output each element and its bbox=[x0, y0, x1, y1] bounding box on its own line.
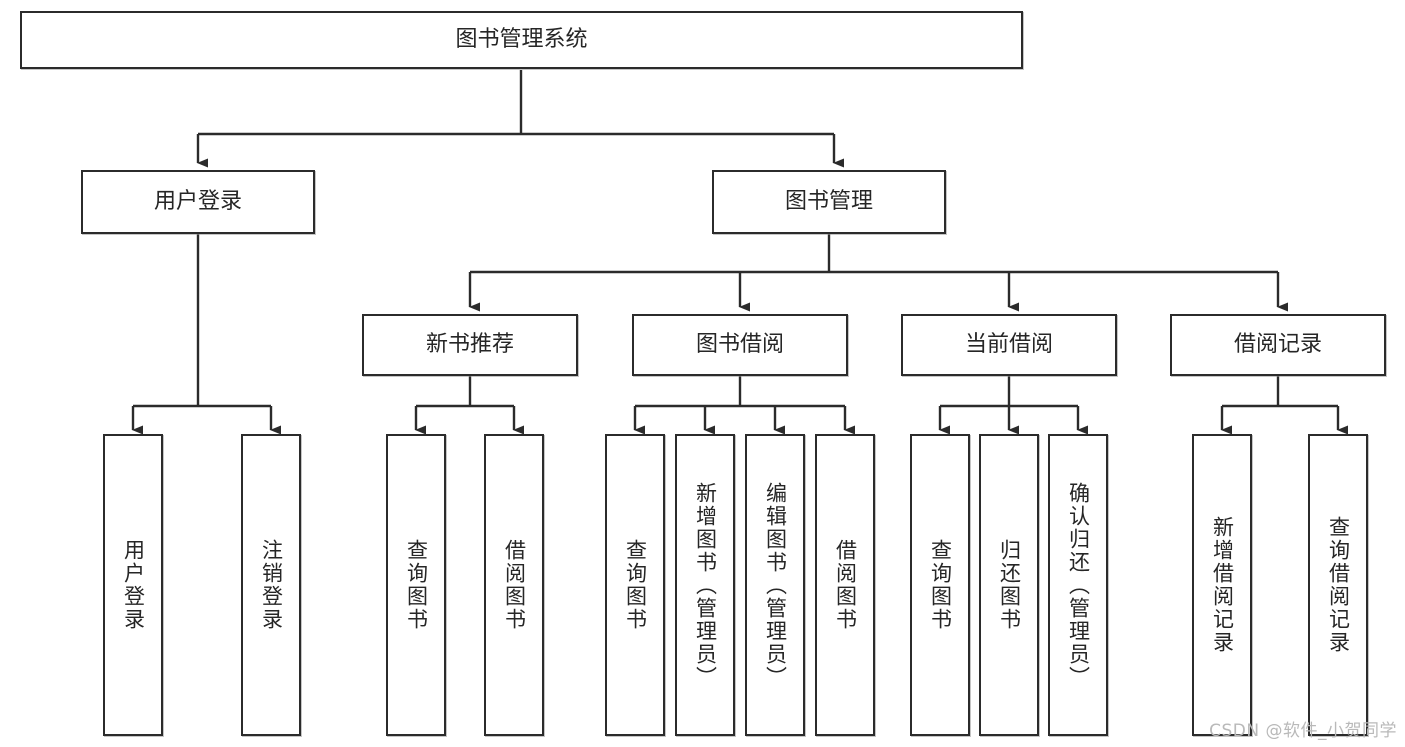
node-root[interactable]: 图书管理系统 bbox=[20, 11, 1023, 69]
node-user-login-label: 用户登录 bbox=[153, 189, 242, 215]
node-leaf-confirm-return-label: 确认归还（管理员） bbox=[1066, 481, 1091, 689]
node-leaf-query-book-3-label: 查询图书 bbox=[928, 539, 953, 631]
node-new-book-recommend[interactable]: 新书推荐 bbox=[362, 314, 578, 376]
node-book-management-label: 图书管理 bbox=[784, 189, 873, 215]
node-borrow-record[interactable]: 借阅记录 bbox=[1170, 314, 1386, 376]
node-leaf-edit-book[interactable]: 编辑图书（管理员） bbox=[745, 434, 805, 736]
node-leaf-user-login-label: 用户登录 bbox=[121, 539, 146, 631]
node-leaf-add-book[interactable]: 新增图书（管理员） bbox=[675, 434, 735, 736]
node-book-management[interactable]: 图书管理 bbox=[712, 170, 946, 234]
node-leaf-borrow-book-2-label: 借阅图书 bbox=[833, 539, 858, 631]
node-user-login[interactable]: 用户登录 bbox=[81, 170, 315, 234]
node-leaf-query-book-2-label: 查询图书 bbox=[623, 539, 648, 631]
node-leaf-edit-book-label: 编辑图书（管理员） bbox=[763, 481, 788, 689]
node-leaf-return-book-label: 归还图书 bbox=[997, 539, 1022, 631]
node-book-borrow[interactable]: 图书借阅 bbox=[632, 314, 848, 376]
node-leaf-add-record[interactable]: 新增借阅记录 bbox=[1192, 434, 1252, 736]
node-leaf-query-book-2[interactable]: 查询图书 bbox=[605, 434, 665, 736]
node-leaf-logout-login-label: 注销登录 bbox=[259, 539, 284, 631]
node-leaf-logout-login[interactable]: 注销登录 bbox=[241, 434, 301, 736]
node-leaf-borrow-book-1-label: 借阅图书 bbox=[502, 539, 527, 631]
node-book-borrow-label: 图书借阅 bbox=[695, 332, 784, 358]
node-new-book-recommend-label: 新书推荐 bbox=[425, 332, 514, 358]
node-current-borrow[interactable]: 当前借阅 bbox=[901, 314, 1117, 376]
node-current-borrow-label: 当前借阅 bbox=[964, 332, 1053, 358]
node-leaf-query-book-1-label: 查询图书 bbox=[404, 539, 429, 631]
node-leaf-user-login[interactable]: 用户登录 bbox=[103, 434, 163, 736]
node-leaf-add-book-label: 新增图书（管理员） bbox=[693, 481, 718, 689]
node-leaf-query-book-1[interactable]: 查询图书 bbox=[386, 434, 446, 736]
node-leaf-query-record[interactable]: 查询借阅记录 bbox=[1308, 434, 1368, 736]
node-leaf-borrow-book-2[interactable]: 借阅图书 bbox=[815, 434, 875, 736]
node-leaf-query-record-label: 查询借阅记录 bbox=[1326, 516, 1351, 654]
node-root-label: 图书管理系统 bbox=[455, 27, 588, 53]
node-borrow-record-label: 借阅记录 bbox=[1233, 332, 1322, 358]
node-leaf-add-record-label: 新增借阅记录 bbox=[1210, 516, 1235, 654]
node-leaf-borrow-book-1[interactable]: 借阅图书 bbox=[484, 434, 544, 736]
node-leaf-return-book[interactable]: 归还图书 bbox=[979, 434, 1039, 736]
node-leaf-confirm-return[interactable]: 确认归还（管理员） bbox=[1048, 434, 1108, 736]
node-leaf-query-book-3[interactable]: 查询图书 bbox=[910, 434, 970, 736]
